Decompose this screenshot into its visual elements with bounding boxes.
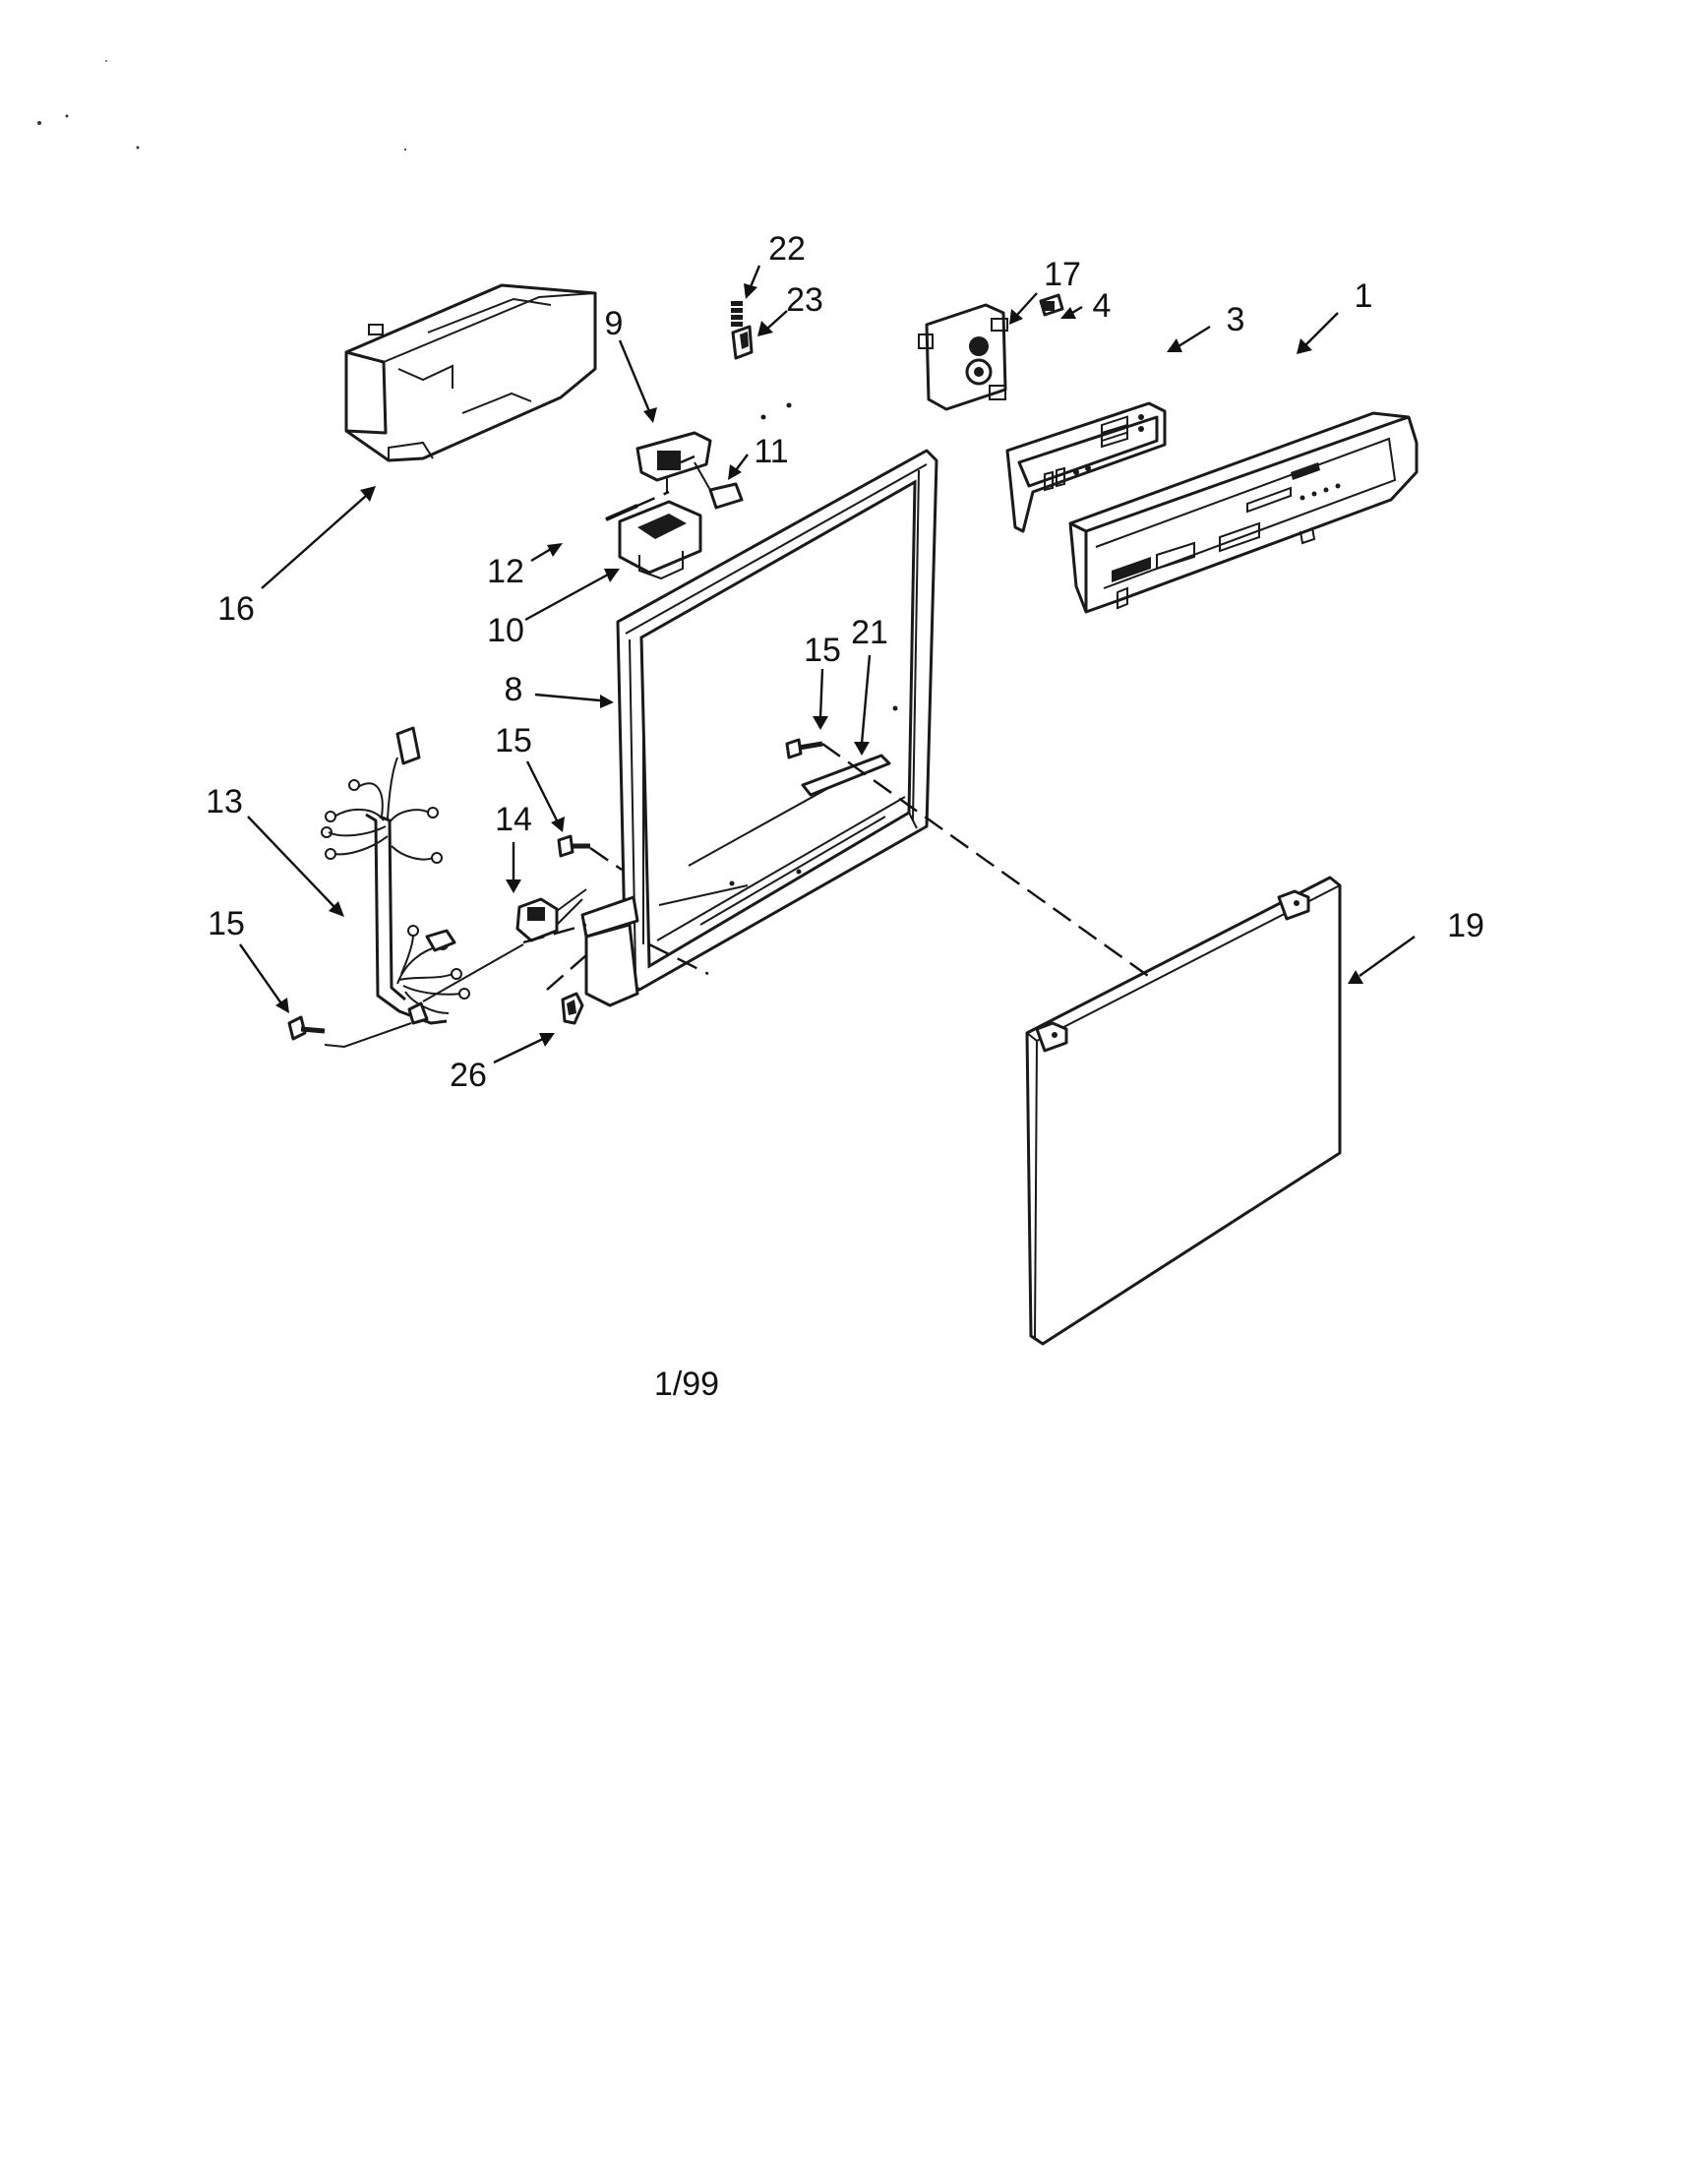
callout-15-bottom: 15 <box>208 905 245 942</box>
screw-icon <box>785 738 823 759</box>
console-overlay-icon <box>1005 401 1167 533</box>
scan-specks <box>37 60 407 152</box>
latch-bracket-icon <box>618 500 702 580</box>
connector-icon <box>515 888 587 942</box>
assembly-dashed-lines <box>522 455 1152 991</box>
callout-labels: 1 3 4 8 9 10 11 12 13 14 15 15 15 16 17 … <box>206 230 1484 1094</box>
callout-15-left: 15 <box>495 722 532 759</box>
strip-icon <box>801 754 891 797</box>
callout-21: 21 <box>851 614 888 651</box>
callout-16: 16 <box>217 590 255 628</box>
switch-assembly-icon <box>918 303 1008 411</box>
spring-icon <box>731 301 743 327</box>
date-code: 1/99 <box>654 1365 719 1403</box>
callout-1: 1 <box>1355 277 1373 315</box>
shield-cover-icon <box>344 283 597 462</box>
callout-11: 11 <box>754 433 788 470</box>
door-frame-icon <box>580 402 938 1007</box>
callout-9: 9 <box>605 305 624 342</box>
callout-8: 8 <box>505 671 523 708</box>
screw-icon <box>557 834 590 858</box>
callout-10: 10 <box>487 612 524 649</box>
leader-lines <box>239 265 1416 1064</box>
screw-icon <box>287 1015 412 1049</box>
callout-4: 4 <box>1093 287 1112 325</box>
callout-12: 12 <box>487 553 524 590</box>
wire-harness-icon <box>321 726 524 1025</box>
clip-icon <box>1039 293 1064 317</box>
clip-icon <box>561 992 584 1025</box>
callout-22: 22 <box>768 230 806 268</box>
callout-19: 19 <box>1447 907 1484 944</box>
control-panel-icon <box>1068 411 1419 614</box>
callout-23: 23 <box>786 281 823 319</box>
switch-icon <box>694 461 744 510</box>
callout-26: 26 <box>450 1057 487 1094</box>
callout-14: 14 <box>495 801 532 838</box>
clip-icon <box>731 325 754 360</box>
door-panel-icon <box>1025 876 1342 1346</box>
callout-13: 13 <box>206 783 243 820</box>
latch-icon <box>635 431 712 492</box>
callout-17: 17 <box>1044 256 1081 293</box>
callout-3: 3 <box>1227 301 1245 338</box>
callout-15-frame: 15 <box>804 632 841 669</box>
